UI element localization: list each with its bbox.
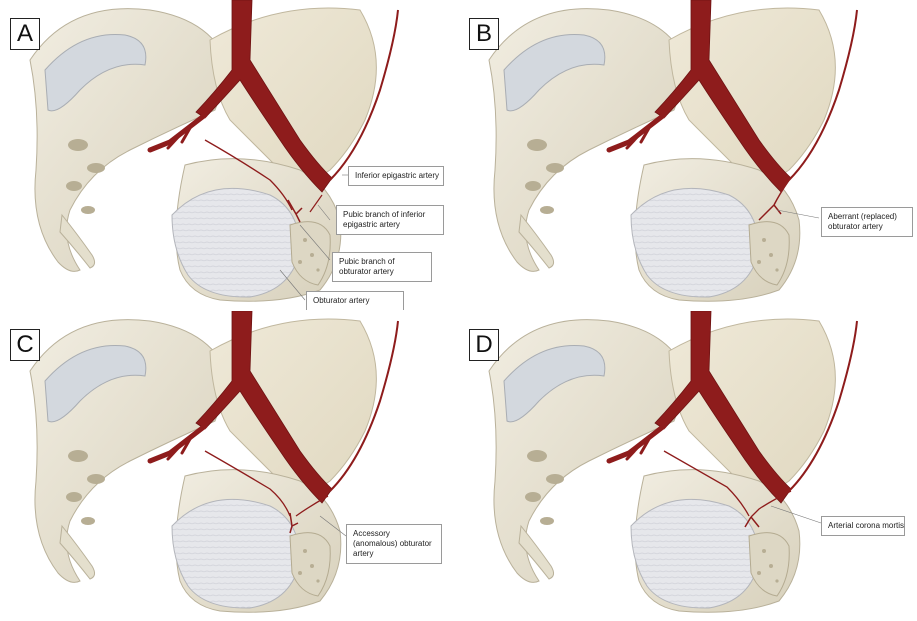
label-aberrant-obturator: Aberrant (replaced) obturator artery	[821, 207, 913, 237]
panel-letter: A	[10, 18, 40, 50]
panel-letter: D	[469, 329, 499, 361]
pelvis-illustration-b	[459, 0, 917, 310]
label-accessory-obturator: Accessory (anomalous) obturator artery	[346, 524, 442, 564]
panel-letter: B	[469, 18, 499, 50]
panel-letter: C	[10, 329, 40, 361]
pelvis-illustration-c	[0, 311, 458, 621]
label-obturator: Obturator artery	[306, 291, 404, 310]
label-inferior-epigastric: Inferior epigastric artery	[348, 166, 444, 186]
panel-d: D Arterial corona mortis	[459, 311, 917, 621]
panel-c: C Accessory (anomalous) obturator artery	[0, 311, 458, 621]
label-pubic-branch-obturator: Pubic branch of obturator artery	[332, 252, 432, 282]
label-pubic-branch-inferior-epigastric: Pubic branch of inferior epigastric arte…	[336, 205, 444, 235]
pelvis-illustration-d	[459, 311, 917, 621]
label-corona-mortis: Arterial corona mortis	[821, 516, 905, 536]
panel-b: B Aberrant (replaced) obturator artery	[459, 0, 917, 310]
panel-a: A Inferior epigastric artery Pubic branc…	[0, 0, 458, 310]
